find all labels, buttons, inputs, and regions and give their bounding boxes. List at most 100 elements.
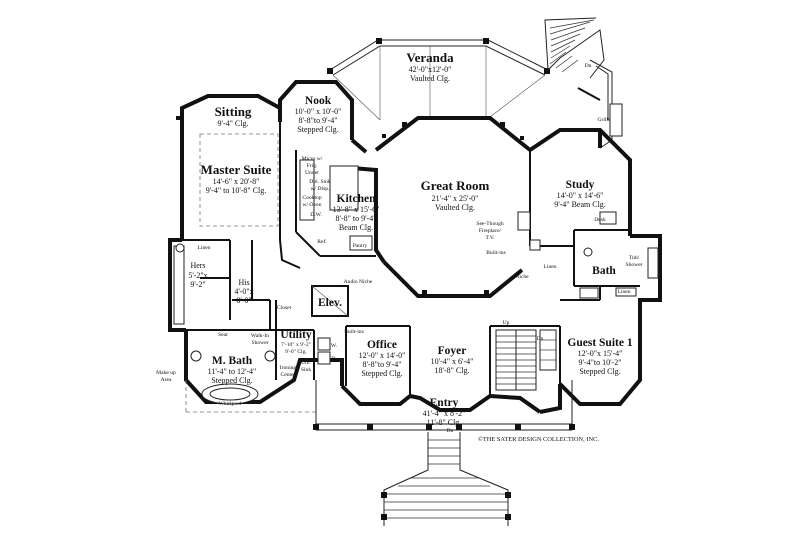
entry-porch	[185, 380, 575, 431]
tv-label: T.V.	[485, 235, 495, 241]
office-name: Office	[367, 339, 397, 351]
linen-hers-label: Linen	[197, 245, 210, 251]
utility-clg: 9'-0" Clg.	[285, 349, 307, 355]
w-oven-label: w/ Oven	[302, 202, 321, 208]
audio-niche-label: Audio Niche	[344, 279, 373, 285]
w-disp-label: w/ Disp.	[311, 186, 331, 192]
w-label: W.	[331, 343, 338, 349]
room-label-kitchen: Kitchen 13'-8" x 15'-6" 8'-8" to 9'-4" B…	[333, 193, 380, 232]
bath-name: Bath	[592, 265, 616, 277]
study-name: Study	[566, 179, 595, 191]
seat-label: Seat	[218, 332, 228, 338]
d-label: D.	[331, 356, 337, 362]
kitchen-dim: 13'-8" x 15'-6"	[333, 205, 380, 214]
kitchen-clg2: Beam Clg.	[339, 223, 373, 232]
nook-name: Nook	[305, 95, 332, 107]
great-room-dim: 21'-4" x 25'-0"	[432, 194, 479, 203]
fixtures	[173, 103, 659, 405]
room-label-great-room: Great Room 21'-4" x 25'-0" Vaulted Clg.	[421, 178, 490, 212]
guest-suite-clg: 9'-4"to 10'-2"	[579, 358, 622, 367]
ironing-label: Ironing	[280, 365, 297, 371]
built-ins-office-label: Built-ins	[344, 329, 364, 335]
ref-label: Ref.	[317, 238, 327, 245]
room-label-elev: Elev.	[318, 297, 342, 309]
room-label-veranda: Veranda 42'-0"x12'-0" Vaulted Clg.	[406, 50, 454, 83]
his-dim2: 8'-0"	[236, 296, 251, 305]
master-suite-dim: 14'-6" x 20'-8"	[213, 177, 260, 186]
veranda-clg: Vaulted Clg.	[410, 74, 450, 83]
m-bath-name: M. Bath	[212, 355, 253, 367]
hers-name: Hers	[190, 261, 205, 270]
nook-clg: 8'-8"to 9'-4"	[299, 116, 338, 125]
hers-dim2: 9'-2"	[190, 280, 205, 289]
his-name: His	[238, 278, 249, 287]
desk-label: Desk	[594, 217, 606, 223]
room-label-study: Study 14'-0" x 14'-6" 9'-4" Beam Clg.	[554, 179, 606, 209]
room-label-bath: Bath	[592, 265, 616, 277]
copyright-text: ©THE SATER DESIGN COLLECTION, INC.	[478, 436, 599, 443]
nook-clg2: Stepped Clg.	[297, 125, 338, 134]
dn-veranda-label: Dn	[585, 63, 592, 69]
entry-stair	[381, 432, 511, 526]
interior-walls	[182, 122, 640, 396]
make-up-label: Make up	[156, 370, 176, 376]
entry-name: Entry	[430, 397, 459, 409]
linen-study-label: Linen	[543, 264, 556, 270]
room-label-sitting: Sitting 9'-4" Clg.	[215, 104, 252, 128]
under-label: Under	[305, 170, 319, 176]
veranda-outline	[327, 38, 550, 121]
m-bath-clg: Stepped Clg.	[211, 376, 252, 385]
shower-mbath-label: Shower	[251, 340, 268, 346]
room-label-utility: Utility 7'-10" x 9'-2" 9'-0" Clg.	[280, 329, 312, 355]
foyer-clg: 18'-8" Clg.	[435, 366, 470, 375]
niche-label: Niche	[515, 274, 529, 280]
study-clg: 9'-4" Beam Clg.	[554, 200, 606, 209]
see-through-label: See-Though	[476, 221, 504, 227]
guest-suite-name: Guest Suite 1	[567, 337, 632, 349]
closet-label: Closet	[277, 305, 292, 311]
office-clg: 8'-8"to 9'-4"	[363, 360, 402, 369]
entry-dim: 41'-4" x 8'-2"	[423, 409, 466, 418]
foyer-dim: 10'-4" x 6'-4"	[431, 357, 474, 366]
dw-label: D.W.	[310, 212, 322, 218]
util-label: Util.	[301, 360, 312, 366]
room-label-nook: Nook 10'-0" x 10'-0" 8'-8"to 9'-4" Stepp…	[295, 95, 342, 134]
room-label-master-suite: Master Suite 14'-6" x 20'-8" 9'-4" to 10…	[201, 162, 272, 195]
micro-label: Micro w/	[302, 156, 323, 162]
tub-label: Tub/	[629, 255, 640, 261]
walk-in-label: Walk-In	[251, 333, 269, 339]
veranda-name: Veranda	[406, 50, 454, 65]
office-clg2: Stepped Clg.	[361, 369, 402, 378]
great-room-clg: Vaulted Clg.	[435, 203, 475, 212]
frig-label: Frig.	[307, 163, 318, 169]
nook-dim: 10'-0" x 10'-0"	[295, 107, 342, 116]
great-room-name: Great Room	[421, 178, 490, 193]
linen-bath-label: Linen	[617, 289, 630, 295]
room-label-guest-suite: Guest Suite 1 12'-0"x 15'-4" 9'-4"to 10'…	[567, 337, 632, 376]
m-bath-dim: 11'-4" to 12'-4"	[208, 367, 257, 376]
area-label: Area	[161, 377, 172, 383]
study-dim: 14'-0" x 14'-6"	[557, 191, 604, 200]
master-suite-name: Master Suite	[201, 162, 272, 177]
foyer-name: Foyer	[438, 345, 467, 357]
sitting-clg: 9'-4" Clg.	[218, 119, 249, 128]
entry-clg: 11'-8" Clg.	[427, 418, 462, 427]
utility-dim: 7'-10" x 9'-2"	[281, 342, 311, 348]
guest-suite-clg2: Stepped Clg.	[579, 367, 620, 376]
exterior-walls	[168, 80, 662, 414]
fireplace-label: Fireplace/	[479, 228, 502, 234]
shower-label: Shower	[625, 262, 642, 268]
dn-stair-label: Dn	[537, 336, 544, 342]
whirlpool-label: Whirlpool	[219, 401, 242, 407]
center-label: Center	[281, 372, 296, 378]
master-suite-clg: 9'-4" to 10'-8" Clg.	[206, 186, 267, 195]
guest-suite-dim: 12'-0"x 15'-4"	[578, 349, 623, 358]
office-dim: 12'-0" x 14'-0"	[359, 351, 406, 360]
pantry-label: Pantry	[353, 243, 368, 249]
utility-name: Utility	[280, 329, 312, 341]
room-label-foyer: Foyer 10'-4" x 6'-4" 18'-8" Clg.	[431, 345, 474, 375]
great-room-columns	[382, 122, 524, 295]
veranda-stair	[544, 17, 613, 149]
dbl-sink-label: Dbl. Sink	[309, 179, 331, 185]
kitchen-clg: 8'-8" to 9'-4"	[336, 214, 377, 223]
